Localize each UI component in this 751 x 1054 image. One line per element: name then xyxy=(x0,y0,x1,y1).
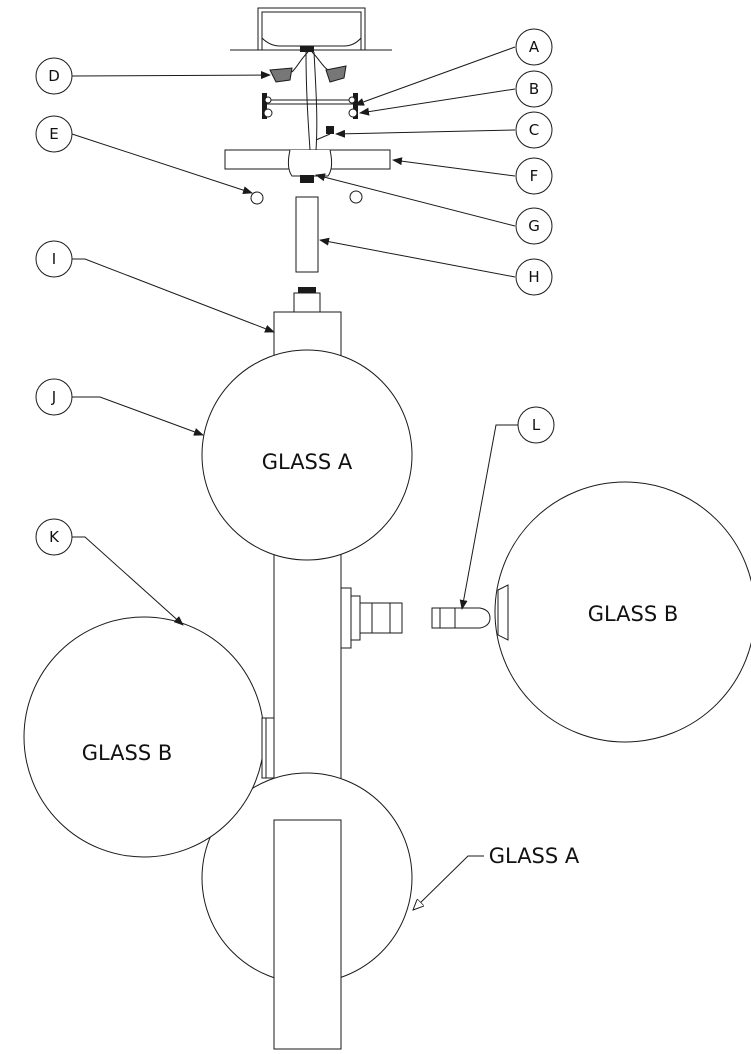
glass-b-left-assembly xyxy=(23,616,275,858)
svg-text:K: K xyxy=(49,528,60,546)
callout-k: K xyxy=(35,518,73,556)
glass-b-left xyxy=(23,616,265,858)
callout-e: E xyxy=(35,115,73,153)
svg-text:D: D xyxy=(48,67,60,85)
svg-text:E: E xyxy=(49,125,58,143)
callout-g: G xyxy=(515,207,553,245)
callout-l: L xyxy=(517,406,555,444)
glass-b-left-label: GLASS B xyxy=(82,741,173,765)
svg-text:I: I xyxy=(52,250,56,268)
glass-a-bottom-label: GLASS A xyxy=(489,844,580,868)
set-screws xyxy=(250,190,363,205)
svg-text:B: B xyxy=(529,80,539,98)
glass-a-top xyxy=(201,349,413,561)
callout-j: J xyxy=(35,378,73,416)
wire-nuts xyxy=(269,51,347,151)
callout-h: H xyxy=(515,258,553,296)
svg-text:C: C xyxy=(529,121,539,139)
glass-a-top-label: GLASS A xyxy=(262,450,353,474)
svg-text:H: H xyxy=(528,268,539,286)
svg-text:F: F xyxy=(530,167,539,185)
leader-lines xyxy=(71,46,518,910)
callout-d: D xyxy=(35,57,73,95)
glass-b-right-assembly xyxy=(494,481,751,743)
svg-text:J: J xyxy=(51,388,56,406)
stem xyxy=(295,196,319,273)
svg-text:G: G xyxy=(528,217,540,235)
glass-b-right xyxy=(494,481,751,743)
callout-a: A xyxy=(515,28,553,66)
callout-b: B xyxy=(515,70,553,108)
socket-bulb-assembly xyxy=(340,587,491,649)
junction-box xyxy=(230,7,392,52)
callout-i: I xyxy=(35,240,73,278)
svg-text:L: L xyxy=(532,416,541,434)
canopy xyxy=(224,149,391,183)
mounting-bar-screws xyxy=(262,93,358,141)
callout-c: C xyxy=(515,111,553,149)
glass-b-right-label: GLASS B xyxy=(588,602,679,626)
svg-text:A: A xyxy=(529,38,540,56)
callout-f: F xyxy=(515,157,553,195)
